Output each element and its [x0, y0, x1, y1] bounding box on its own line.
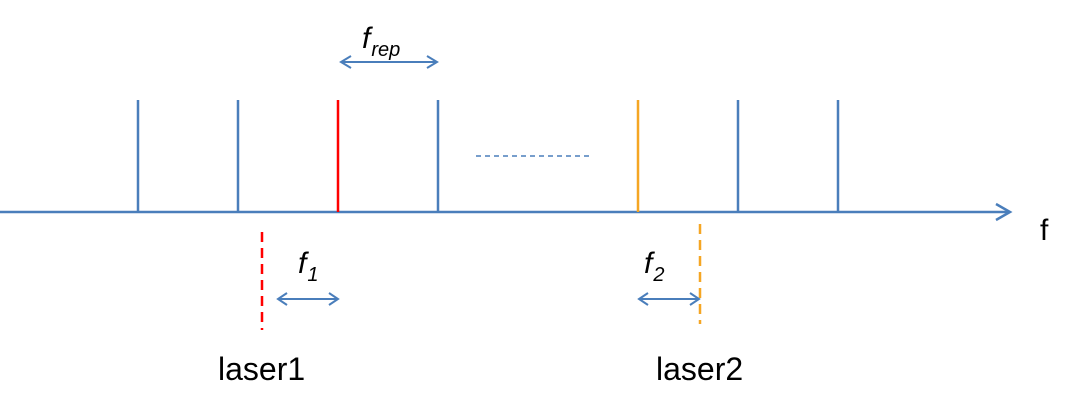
f2-subscript: 2: [652, 264, 664, 286]
f1-subscript: 1: [307, 264, 318, 286]
laser2-label: laser2: [656, 351, 743, 387]
f2-symbol: f: [644, 247, 655, 280]
frep-double-arrow-icon: [339, 55, 439, 69]
frep-symbol: f: [362, 22, 373, 55]
frep-subscript: rep: [371, 39, 400, 61]
f1-symbol: f: [298, 247, 309, 280]
axis-arrowhead-icon: [995, 202, 1013, 222]
f1-label: f1: [298, 247, 318, 286]
f1-double-arrow-icon: [276, 292, 340, 306]
f2-label: f2: [644, 247, 664, 286]
f2-double-arrow-icon: [637, 292, 701, 306]
frep-label: frep: [362, 22, 400, 61]
axis-label: f: [1040, 214, 1049, 247]
laser1-label: laser1: [218, 351, 305, 387]
